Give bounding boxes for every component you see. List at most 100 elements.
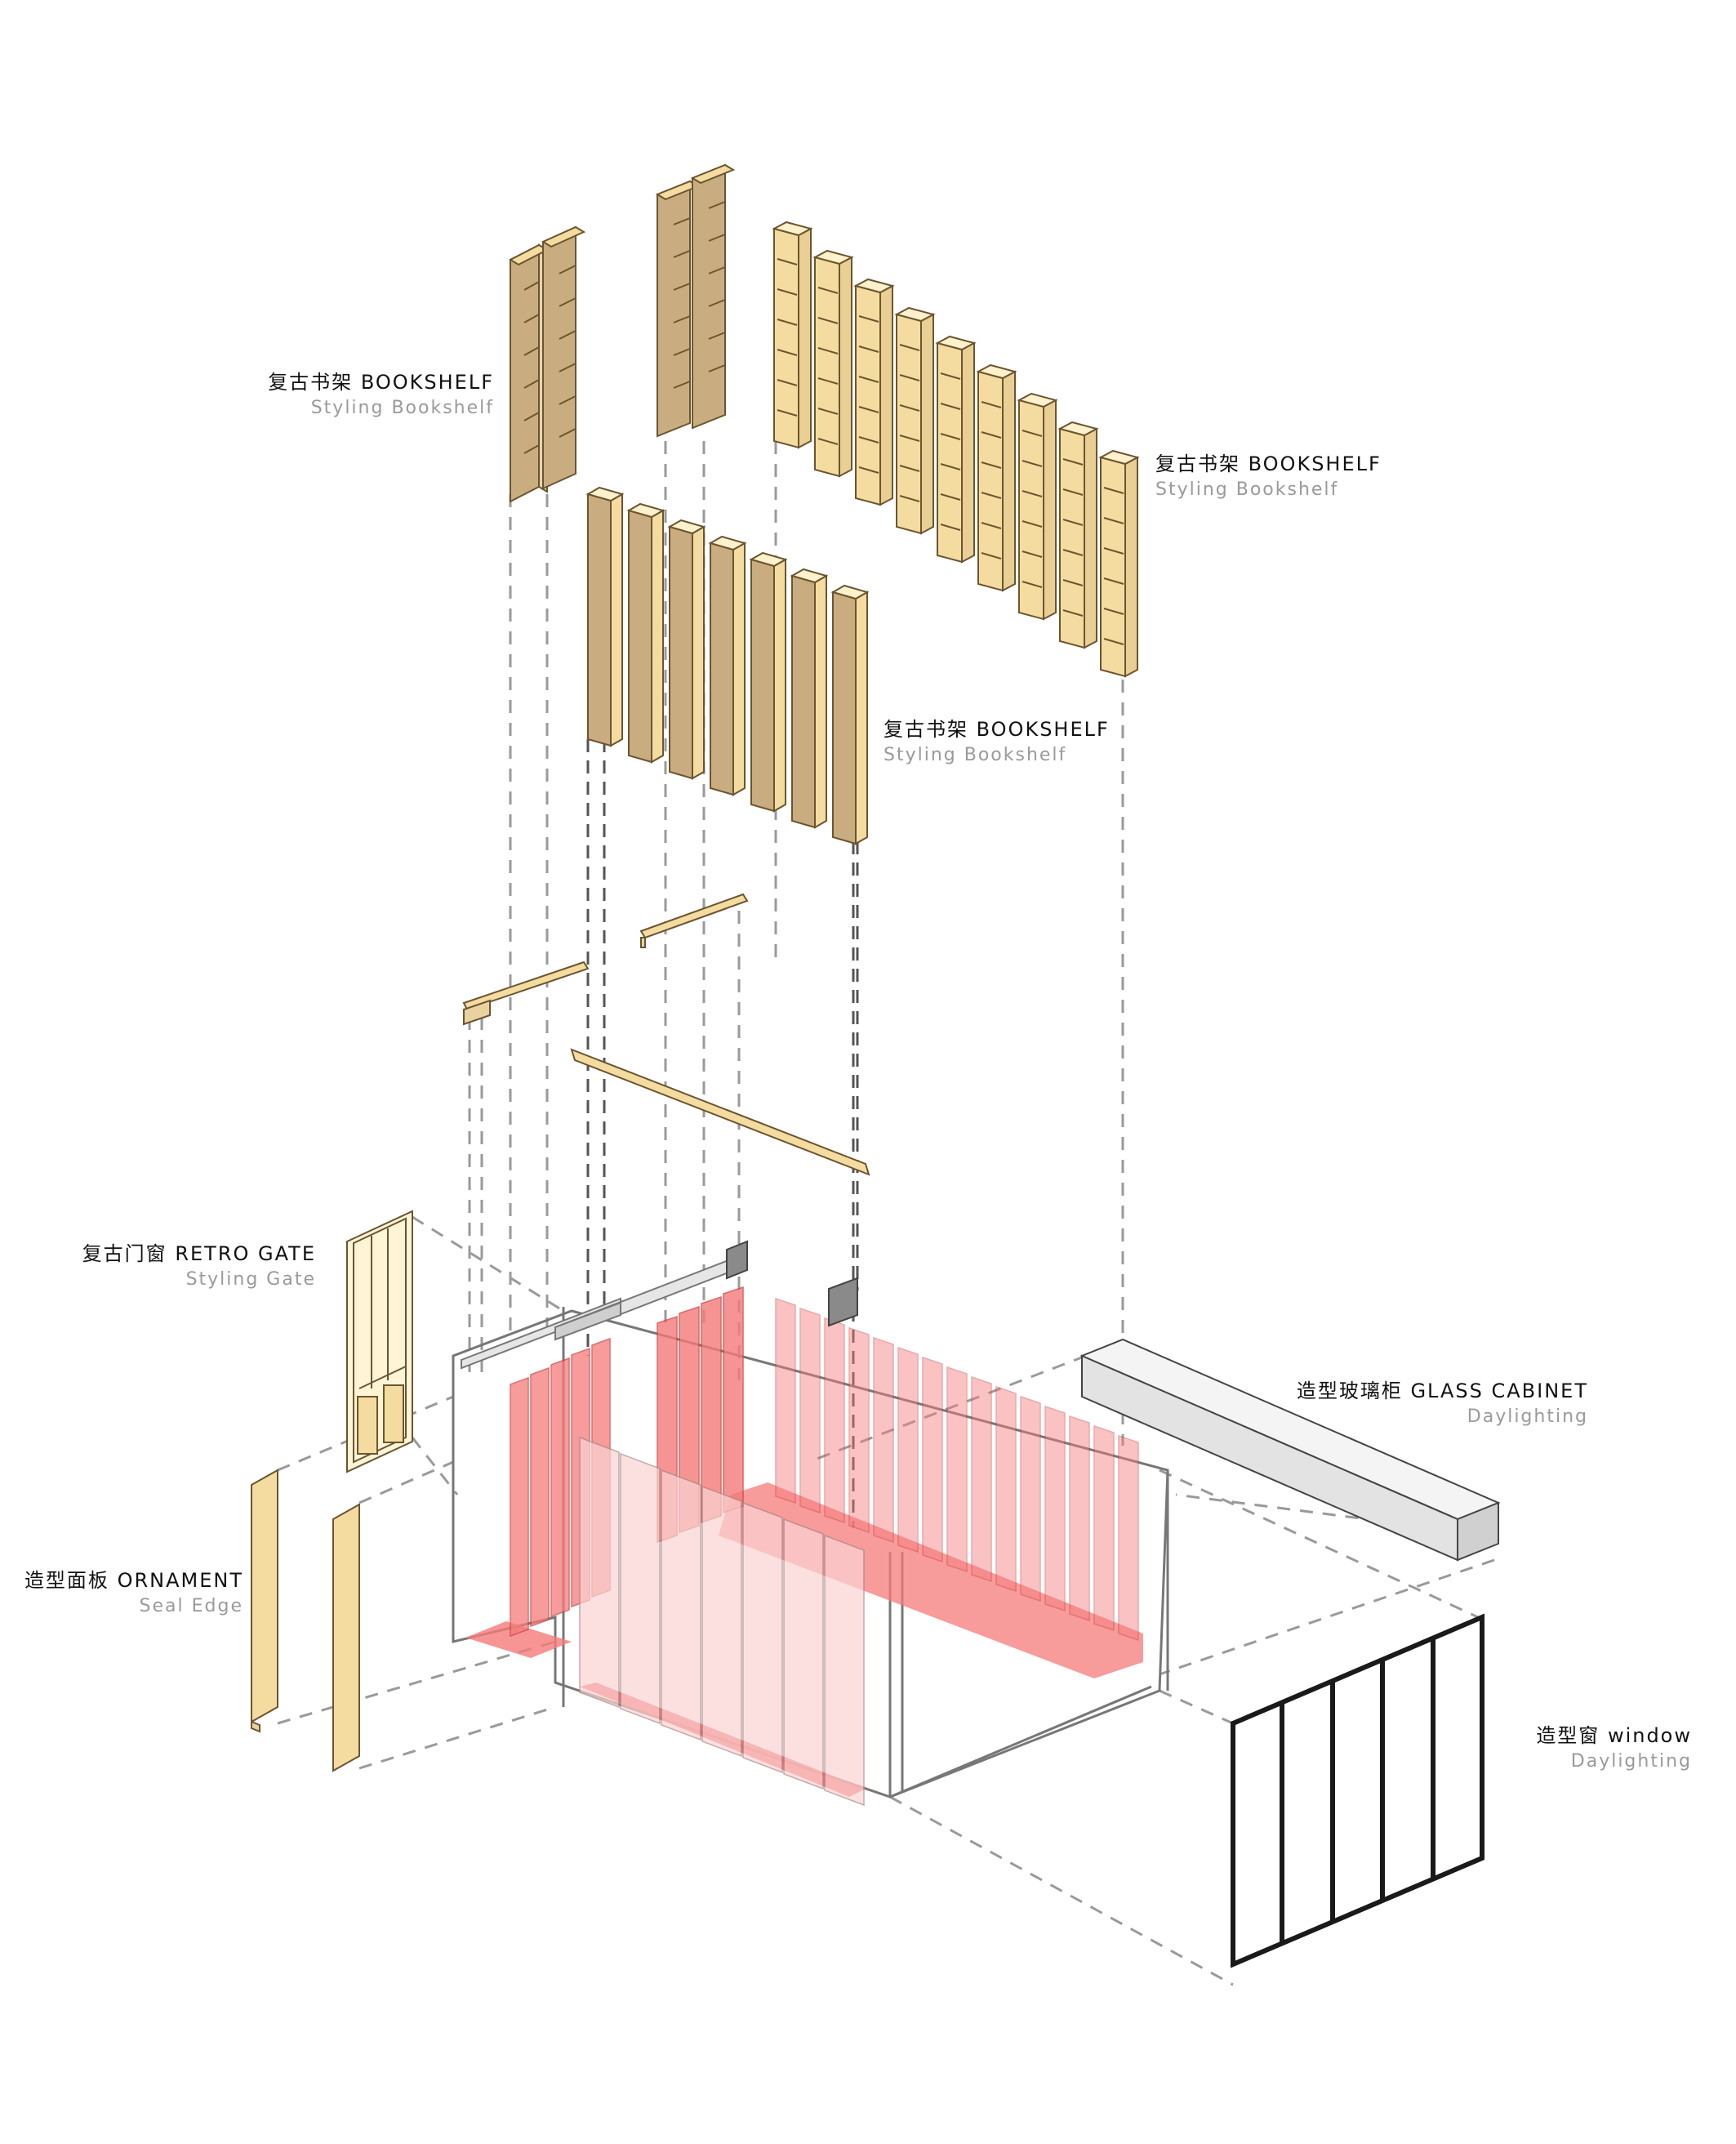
pink-panel <box>824 1534 865 1807</box>
shelf-divider <box>1103 547 1124 555</box>
label-subtitle: Seal Edge <box>139 1595 243 1616</box>
shelf-divider <box>981 552 1002 559</box>
red-panel <box>1093 1424 1115 1632</box>
pink-panel <box>579 1436 620 1709</box>
bookshelf-group-a <box>508 225 586 503</box>
shelf-divider <box>981 461 1002 469</box>
red-panel <box>775 1297 796 1504</box>
shelf-divider <box>1103 487 1124 494</box>
bookshelf-unit <box>587 493 612 747</box>
bookshelf-side <box>651 509 664 764</box>
shelf-divider <box>1103 577 1124 585</box>
shelf-divider <box>777 319 798 326</box>
label-subtitle: Daylighting <box>1570 1750 1692 1772</box>
shelf-divider <box>899 374 920 381</box>
retro-gate-label: 复古门窗 RETRO GATE Styling Gate <box>49 1242 316 1290</box>
label-subtitle: Styling Gate <box>185 1268 316 1290</box>
shelf-divider <box>1062 609 1084 617</box>
red-panel <box>510 1376 529 1638</box>
bookshelf-group-d <box>585 486 870 845</box>
label-title: 造型窗 window <box>1536 1724 1692 1747</box>
shelf-divider <box>1062 488 1084 496</box>
bookshelf-side <box>773 558 786 813</box>
bookshelf-c-label: 复古书架 BOOKSHELF Styling Bookshelf <box>884 718 1110 765</box>
shelf-divider <box>1062 579 1084 586</box>
retro-gate <box>346 1210 413 1473</box>
label-title: 复古书架 BOOKSHELF <box>884 718 1110 741</box>
label-title: 复古书架 BOOKSHELF <box>1155 452 1382 475</box>
bookshelf-unit <box>791 574 816 829</box>
shelf-divider <box>777 379 798 386</box>
label-title: 造型玻璃柜 GLASS CABINET <box>1296 1380 1588 1402</box>
window-label: 造型窗 window Daylighting <box>1388 1724 1692 1772</box>
bookshelf-side <box>879 284 893 506</box>
shelf-divider <box>899 344 920 351</box>
bookshelf-unit <box>710 542 734 796</box>
bookshelf-a-label: 复古书架 BOOKSHELF Styling Bookshelf <box>196 371 494 418</box>
shelf-divider <box>940 433 961 440</box>
shelf-divider <box>817 438 839 445</box>
shelf-divider <box>817 287 839 294</box>
red-panel <box>1118 1434 1139 1642</box>
label-title: 造型面板 ORNAMENT <box>24 1569 243 1592</box>
ornament-label: 造型面板 ORNAMENT Seal Edge <box>16 1569 243 1616</box>
bookshelf-top <box>1057 421 1099 437</box>
label-title: 复古门窗 RETRO GATE <box>82 1242 316 1265</box>
shelf-divider <box>940 493 961 501</box>
shelf-divider <box>817 408 839 415</box>
glass-cabinet-label: 造型玻璃柜 GLASS CABINET Daylighting <box>1225 1380 1588 1427</box>
shelf-divider <box>858 436 879 444</box>
shelf-divider <box>1062 549 1084 556</box>
ornament-panels <box>251 1469 360 1772</box>
shelf-divider <box>899 435 920 442</box>
bookshelf-side <box>1084 427 1097 649</box>
bookshelf-top <box>935 335 977 351</box>
red-panel <box>1044 1405 1066 1612</box>
bookshelf-top <box>626 502 665 519</box>
bookshelf-side <box>1043 399 1057 621</box>
bookshelf-side <box>814 574 827 829</box>
bookshelf-top <box>667 519 706 535</box>
shelf-divider <box>940 524 961 531</box>
bookshelf-unit <box>508 243 550 503</box>
bookshelf-side <box>798 227 812 449</box>
pink-panel <box>701 1485 742 1758</box>
shelf-divider <box>981 431 1002 439</box>
label-subtitle: Styling Bookshelf <box>310 397 494 418</box>
bookshelf-side <box>839 256 852 478</box>
bookshelf-unit <box>541 225 586 490</box>
shelf-divider <box>1022 550 1043 558</box>
red-panel <box>1020 1395 1041 1602</box>
bookshelf-unit <box>750 558 775 813</box>
bookshelf-group-b <box>655 163 736 438</box>
bookshelf-group-c <box>772 221 1140 678</box>
bookshelf-top <box>1017 392 1058 408</box>
bookshelf-side <box>610 493 623 747</box>
shelf-divider <box>1022 520 1043 528</box>
bookshelf-b-label: 复古书架 BOOKSHELF Styling Bookshelf <box>1155 452 1382 500</box>
bookshelf-side <box>732 542 746 796</box>
shelf-divider <box>858 315 879 323</box>
shelf-divider <box>777 349 798 356</box>
shelf-divider <box>777 258 798 265</box>
shelf-divider <box>981 522 1002 529</box>
pink-panel <box>742 1501 783 1774</box>
bookshelf-top <box>749 551 788 568</box>
red-panel <box>799 1307 821 1514</box>
shelf-divider <box>981 492 1002 499</box>
shelf-divider <box>1022 490 1043 497</box>
shelf-divider <box>1022 581 1043 588</box>
shelf-divider <box>1103 517 1124 524</box>
shelf-divider <box>940 372 961 380</box>
shelf-divider <box>940 403 961 410</box>
projection-lines-dark <box>586 739 859 1527</box>
red-panel <box>848 1326 870 1534</box>
projection-lines <box>277 441 1495 1986</box>
red-panel <box>971 1375 992 1583</box>
label-subtitle: Daylighting <box>1467 1406 1588 1427</box>
bookshelf-top <box>790 568 829 584</box>
red-panel <box>824 1317 845 1524</box>
shelf-divider <box>1022 430 1043 437</box>
pink-panel <box>620 1452 661 1725</box>
bookshelf-side <box>692 525 705 780</box>
